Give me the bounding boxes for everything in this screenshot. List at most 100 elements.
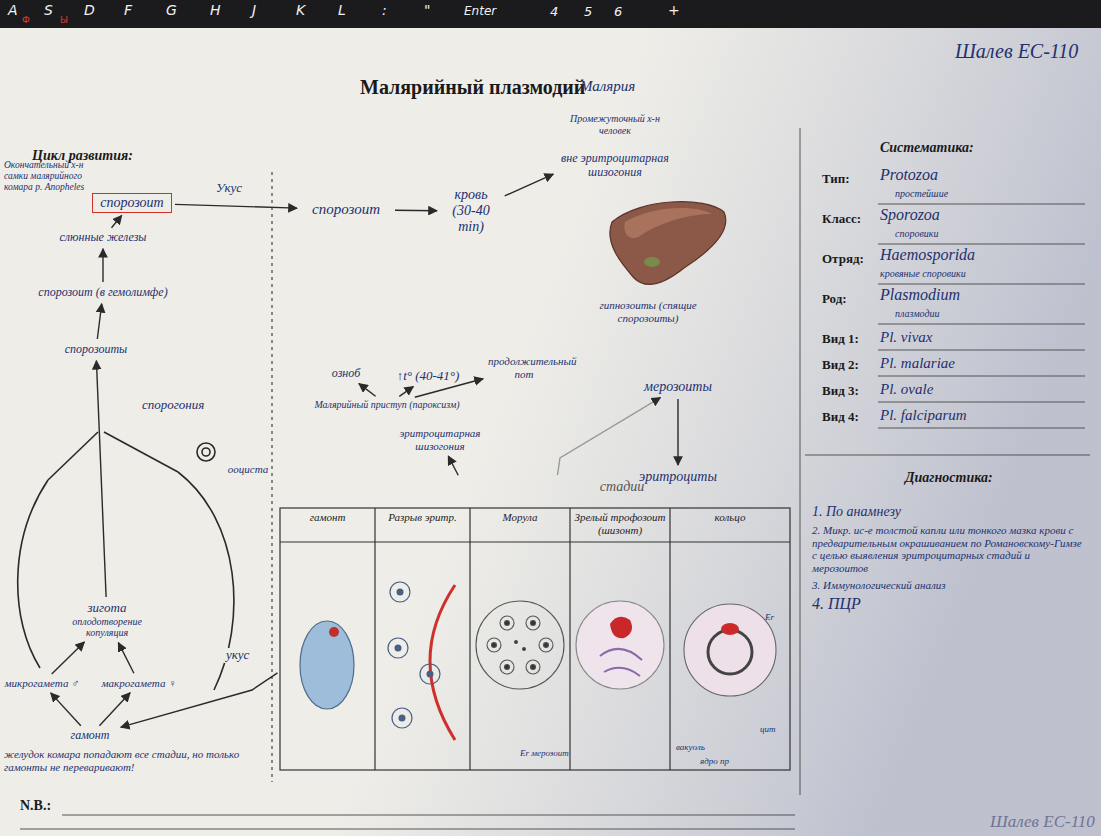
template-lines — [878, 402, 1085, 403]
gamont-picture — [329, 627, 339, 637]
liver-illustration — [610, 202, 726, 285]
rupture-picture — [427, 671, 434, 678]
stage-label: эритроциты — [634, 468, 722, 486]
morula-picture — [476, 601, 564, 689]
stage-label: спорозоиты — [48, 342, 144, 358]
part-label: ядро пр — [700, 756, 729, 766]
section-heading: Диагностика: — [905, 470, 993, 486]
template-lines — [878, 324, 1085, 325]
trophozoite-picture — [576, 601, 664, 689]
section-heading: Систематика: — [880, 140, 974, 156]
morula-picture — [505, 665, 510, 670]
node-text: эритроциты — [636, 469, 720, 485]
flow-arrow — [51, 693, 81, 726]
flow-arrow — [677, 399, 678, 465]
stages-table-grid — [569, 508, 570, 770]
key-legend: J — [252, 3, 256, 18]
rupture-picture — [395, 645, 402, 652]
ring-picture — [708, 630, 752, 674]
node-text: спорозоит — [302, 201, 390, 218]
morula-picture — [505, 621, 510, 626]
stage-label: мерозоиты — [634, 378, 722, 396]
host-divider — [271, 172, 272, 782]
node-text: Промежуточный х-н человек — [558, 113, 672, 136]
flow-arrow — [505, 174, 554, 196]
morula-picture — [500, 616, 514, 630]
table-cell: Морула — [470, 510, 570, 768]
mosquito-stomach — [104, 432, 178, 472]
node-text: слюнные железы — [50, 231, 156, 245]
part-label: Er — [765, 612, 774, 622]
node-text: спорозоиты — [50, 343, 142, 357]
mosquito-stomach — [48, 432, 98, 480]
stage-label: Малярийный приступ (пароксизм) — [292, 398, 482, 412]
edge-label: укус — [224, 648, 251, 663]
mosquito-stomach — [18, 432, 234, 690]
node-text: оплодотворение копуляция — [62, 616, 152, 639]
rupture-picture — [397, 589, 404, 596]
template-lines — [878, 376, 1085, 377]
key-legend: 5 — [584, 5, 592, 19]
stage-label: Промежуточный х-н человеквне эритроцитар… — [556, 112, 674, 181]
trophozoite-picture — [576, 601, 664, 689]
morula-picture — [500, 660, 514, 674]
morula-picture — [531, 621, 536, 626]
diagnosis-item: 2. Микр. ис-е толстой капли или тонкого … — [812, 524, 1087, 575]
flow-arrow — [118, 643, 133, 674]
field-value: кровяные споровики — [880, 268, 966, 280]
node-text: продолжительный пот — [488, 355, 560, 380]
node-text: ооциста — [226, 463, 270, 476]
key-legend: H — [210, 3, 221, 18]
morula-picture — [539, 638, 553, 652]
morula-picture — [523, 648, 526, 651]
key-legend: K — [296, 3, 305, 18]
template-lines — [878, 284, 1085, 285]
template-lines — [878, 428, 1085, 429]
morula-picture — [526, 616, 540, 630]
part-label: вакуоль — [676, 742, 705, 752]
morula-picture — [526, 660, 540, 674]
template-lines — [878, 350, 1085, 351]
flow-arrow — [558, 398, 661, 475]
field-name: Род: — [822, 292, 847, 307]
stages-table-grid — [669, 508, 670, 770]
flow-arrow — [112, 215, 122, 227]
node-text: мерозоиты — [636, 379, 720, 395]
gamont-picture — [300, 621, 354, 709]
rupture-picture — [390, 582, 410, 602]
flow-arrow — [52, 642, 85, 674]
ring-picture — [721, 623, 739, 635]
liver-illustration — [624, 208, 712, 238]
stages-table-grid — [280, 508, 790, 770]
node-text: Морула — [472, 511, 568, 524]
morula-picture — [515, 641, 518, 644]
morula-picture — [531, 665, 536, 670]
sheet-title: Малярийный плазмодий — [360, 76, 585, 99]
ring-picture — [684, 604, 776, 696]
stages-table-grid — [374, 508, 375, 770]
field-value: Pl. ovale — [880, 381, 933, 398]
node-text: стадии — [572, 479, 672, 495]
field-value: Pl. vivax — [880, 329, 932, 346]
rupture-picture — [392, 708, 412, 728]
field-name: Класс: — [822, 212, 861, 227]
rupture-picture — [430, 585, 455, 740]
stages-table-grid — [280, 541, 790, 542]
node-text: озноб — [324, 367, 368, 381]
key-legend: + — [668, 3, 680, 18]
key-legend: G — [166, 3, 177, 18]
flow-arrow — [448, 456, 458, 475]
node-text: гамонт — [282, 511, 373, 524]
field-name: Вид 3: — [822, 384, 859, 399]
node-text: кровь (30-40 min) — [442, 187, 500, 235]
template-lines — [878, 244, 1085, 245]
key-legend: Enter — [464, 5, 496, 18]
diagnosis-item: 4. ПЦР — [812, 595, 1087, 613]
stage-label: микрогамета ♂ — [2, 676, 82, 691]
stage-label: спорозоит (в гемолимфе) — [24, 285, 182, 301]
mosquito-stomach — [18, 480, 48, 668]
trophozoite-picture — [604, 668, 640, 676]
flow-arrow — [102, 249, 103, 282]
